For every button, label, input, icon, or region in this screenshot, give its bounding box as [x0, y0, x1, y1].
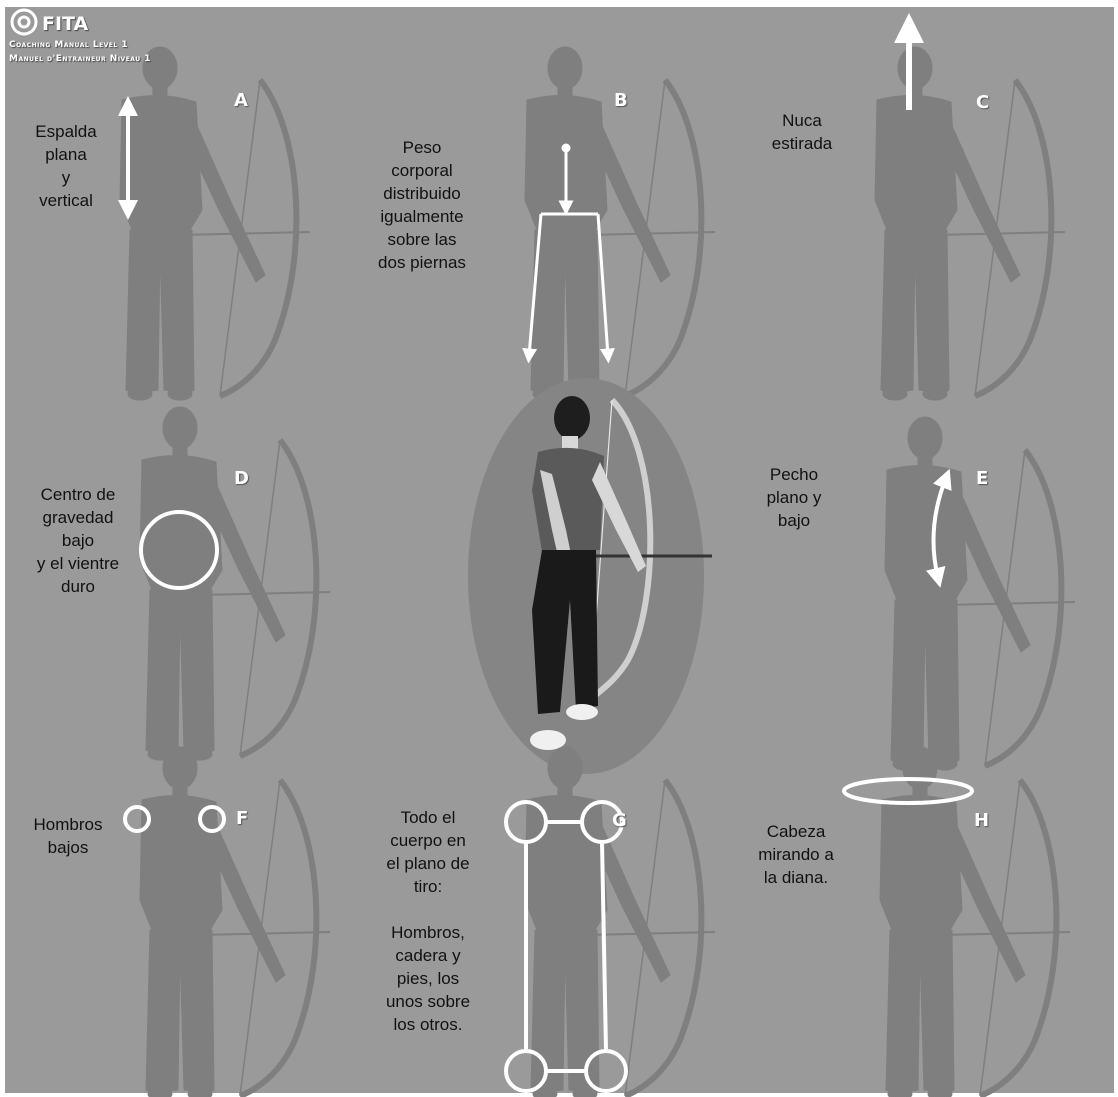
caption-a: Espalda plana y vertical: [20, 120, 112, 212]
logo-line-2: Manuel d'Entraineur Niveau 1: [9, 54, 151, 64]
caption-h: Cabeza mirando a la diana.: [738, 820, 854, 889]
panel-letter-h: H: [974, 810, 989, 831]
panel-letter-f: F: [236, 808, 248, 829]
logo-name: FITA: [42, 13, 88, 35]
caption-b: Peso corporal distribuido igualmente sob…: [362, 136, 482, 274]
panel-letter-c: C: [976, 92, 989, 113]
caption-c: Nuca estirada: [752, 109, 852, 155]
caption-g: Todo el cuerpo en el plano de tiro: Homb…: [368, 806, 488, 1036]
panel-letter-e: E: [976, 468, 988, 489]
logo-line-1: Coaching Manual Level 1: [9, 40, 128, 50]
caption-e: Pecho plano y bajo: [744, 463, 844, 532]
caption-f: Hombros bajos: [20, 813, 116, 859]
panel-letter-g: G: [612, 810, 627, 831]
panel-letter-d: D: [234, 468, 249, 489]
panel-letter-a: A: [234, 90, 248, 111]
caption-d: Centro de gravedad bajo y el vientre dur…: [20, 483, 136, 598]
panel-letter-b: B: [614, 90, 628, 111]
